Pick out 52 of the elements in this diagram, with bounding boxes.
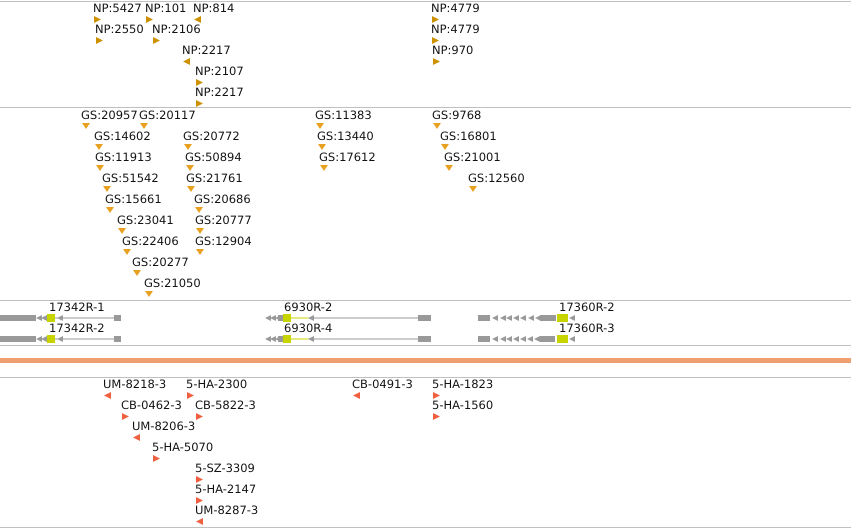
feature-label: NP:2217 [195,85,244,99]
feature-label: CB-0491-3 [352,377,413,391]
feature-label: GS:13440 [317,129,374,143]
feature-label: NP:970 [432,43,474,57]
feature-label: UM-8206-3 [132,419,196,433]
feature-label: 5-SZ-3309 [195,461,255,475]
feature-label: GS:9768 [432,108,482,122]
feature-label: GS:20772 [183,129,240,143]
feature-label: GS:20777 [195,213,252,227]
feature-label: GS:12904 [195,234,252,248]
feature-label: CB-5822-3 [195,398,256,412]
feature-label: GS:51542 [102,171,159,185]
feature-label: GS:11913 [95,150,152,164]
feature-label: GS:11383 [315,108,372,122]
feature-label: GS:22406 [122,234,179,248]
feature-label: NP:814 [193,1,234,15]
gene-label: 17360R-3 [559,321,615,335]
feature-label: 5-HA-5070 [152,440,214,454]
gene-label: 6930R-4 [284,321,332,335]
feature-label: GS:21761 [186,171,243,185]
feature-label: NP:2217 [182,43,231,57]
feature-label: NP:4779 [431,1,480,15]
feature-label: GS:20117 [139,108,196,122]
feature-label: GS:17612 [319,150,376,164]
feature-label: 5-HA-2147 [195,482,256,496]
feature-label: 5-HA-2300 [186,377,248,391]
feature-label: 5-HA-1823 [432,377,494,391]
feature-label: CB-0462-3 [121,398,182,412]
feature-label: NP:2550 [95,22,144,36]
feature-label: NP:101 [145,1,186,15]
feature-label: GS:23041 [117,213,174,227]
feature-label: GS:21050 [144,276,201,290]
feature-label: GS:50894 [185,150,242,164]
feature-label: NP:5427 [93,1,142,15]
feature-label: GS:16801 [440,129,497,143]
feature-label: GS:14602 [94,129,151,143]
gene-label: 17360R-2 [559,300,615,314]
gene-label: 17342R-2 [49,321,105,335]
feature-label: NP:2106 [152,22,201,36]
feature-label: GS:20957 [81,108,138,122]
feature-label: 5-HA-1560 [432,398,494,412]
feature-label: GS:15661 [105,192,162,206]
gene-label: 17342R-1 [49,300,105,314]
feature-label: GS:12560 [468,171,525,185]
feature-label: NP:4779 [431,22,480,36]
feature-label: GS:21001 [444,150,501,164]
feature-label: UM-8218-3 [103,377,166,391]
feature-label: NP:2107 [195,64,244,78]
feature-label: UM-8287-3 [195,503,258,517]
feature-label: GS:20686 [194,192,251,206]
gene-label: 6930R-2 [284,300,332,314]
feature-label: GS:20277 [132,255,189,269]
